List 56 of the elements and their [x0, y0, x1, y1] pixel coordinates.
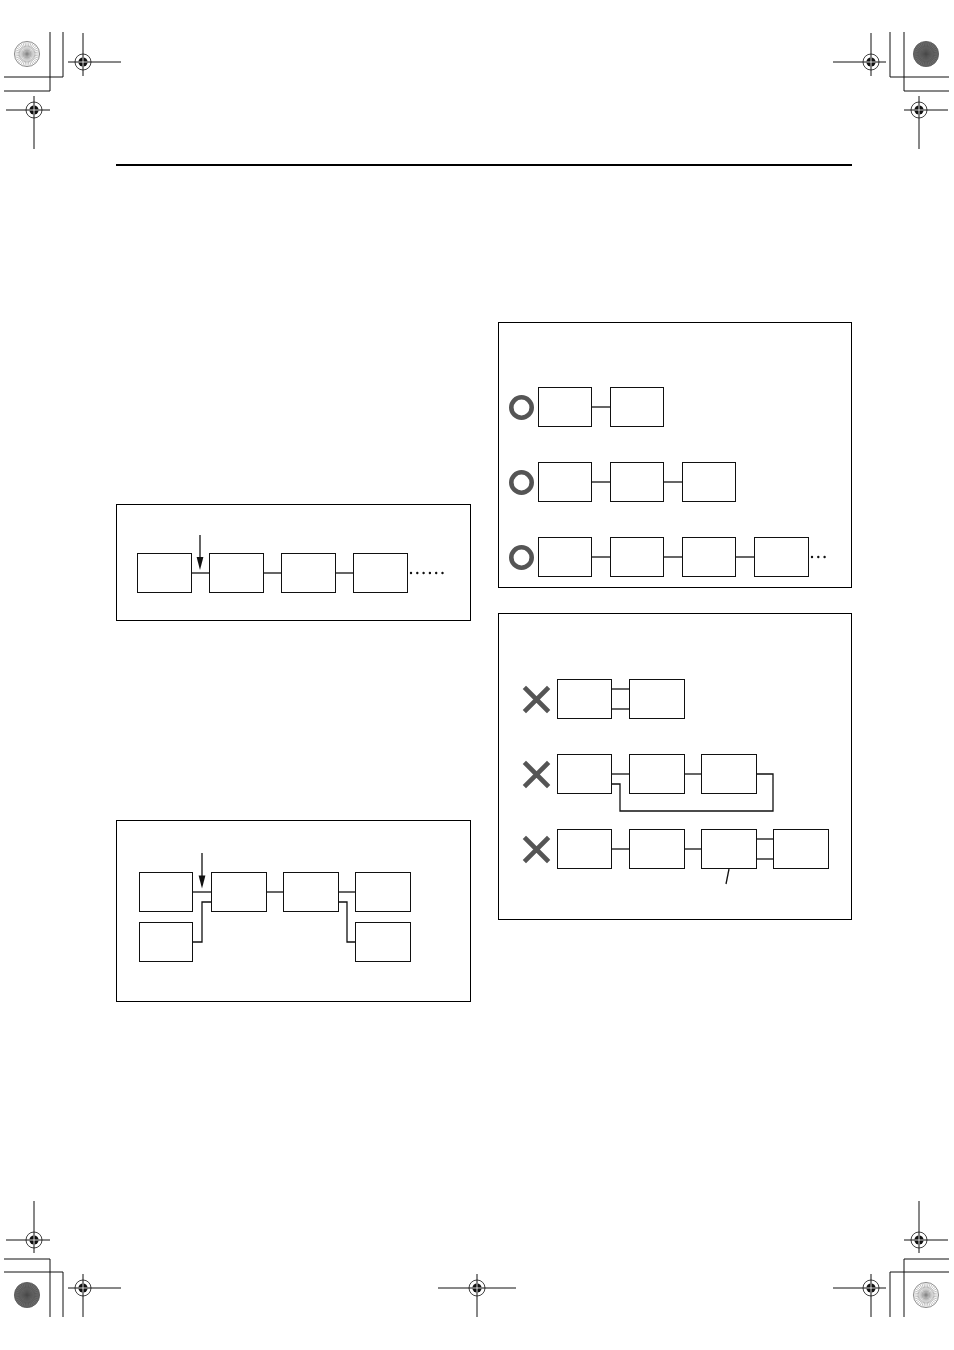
block-box — [700, 753, 757, 794]
block-box — [628, 828, 685, 869]
block-box — [681, 536, 736, 577]
block-box — [352, 552, 408, 593]
block-box — [556, 753, 612, 794]
block-box — [628, 753, 685, 794]
block-box — [609, 461, 664, 502]
connector-line — [611, 848, 630, 850]
block-box — [138, 871, 193, 912]
block-box — [282, 871, 339, 912]
block-box — [354, 871, 411, 912]
block-box — [628, 678, 685, 719]
connector-line — [192, 891, 212, 893]
block-box — [609, 536, 664, 577]
frame-panel — [116, 504, 471, 621]
connector-line — [263, 572, 282, 574]
block-box — [753, 536, 809, 577]
block-box — [556, 678, 612, 719]
connector-line — [663, 556, 683, 558]
block-box — [609, 386, 664, 427]
block-box — [537, 461, 592, 502]
block-box — [700, 828, 757, 869]
connector-line — [756, 858, 774, 860]
connector-line — [684, 773, 702, 775]
block-box — [136, 552, 192, 593]
connector-line — [192, 901, 212, 943]
block-box — [138, 921, 193, 962]
connector-line — [611, 688, 630, 690]
connector-line — [335, 572, 354, 574]
connector-line — [591, 556, 611, 558]
leader-line — [725, 868, 730, 885]
block-box — [556, 828, 612, 869]
block-box — [280, 552, 336, 593]
block-box — [772, 828, 829, 869]
block-box — [210, 871, 267, 912]
block-box — [537, 386, 592, 427]
connector-line — [191, 572, 210, 574]
connector-line — [338, 901, 356, 943]
connector-line — [611, 708, 630, 710]
connector-line — [591, 406, 611, 408]
block-box — [681, 461, 736, 502]
frame-panel — [498, 322, 852, 588]
connector-line — [756, 838, 774, 840]
block-box — [354, 921, 411, 962]
connector-line — [266, 891, 284, 893]
frame-panel — [498, 613, 852, 920]
connector-line — [663, 481, 683, 483]
block-box — [208, 552, 264, 593]
connector-line — [611, 773, 630, 775]
connector-line — [611, 773, 774, 812]
connector-line — [735, 556, 755, 558]
connector-line — [338, 891, 356, 893]
connector-line — [591, 481, 611, 483]
frame-panel — [116, 820, 471, 1002]
block-box — [537, 536, 592, 577]
connector-line — [684, 848, 702, 850]
